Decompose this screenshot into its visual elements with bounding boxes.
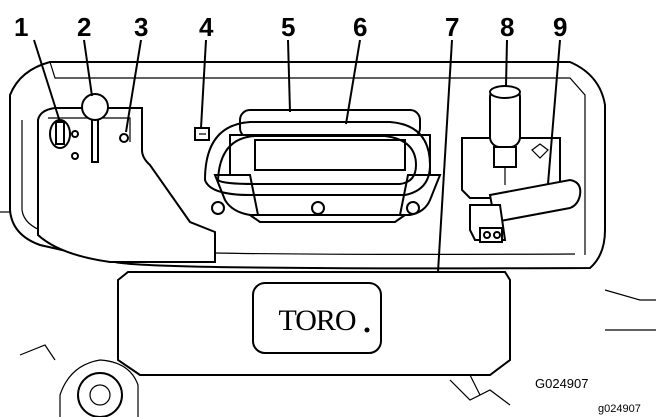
- center-handle-assembly: [211, 109, 442, 223]
- figure-code: G024907: [535, 376, 589, 391]
- front-cover: [117, 271, 511, 376]
- left-control-panel: [37, 107, 216, 263]
- control-knob: [489, 85, 521, 185]
- registered-mark: [364, 327, 370, 333]
- callout-9: 9: [553, 12, 567, 42]
- callout-7: 7: [445, 12, 459, 42]
- callout-8: 8: [500, 12, 514, 42]
- lever-handle: [469, 178, 582, 243]
- key-switch: [49, 119, 71, 149]
- brand-logo-text: TORO: [278, 304, 355, 337]
- throttle-lever: [71, 93, 109, 163]
- loop-handle: [203, 121, 432, 196]
- warning-decal: [194, 127, 210, 141]
- callout-4: 4: [199, 12, 214, 42]
- leader-lines: [33, 39, 561, 273]
- lower-engine-parts: [19, 344, 511, 417]
- callout-2: 2: [77, 12, 91, 42]
- callout-3: 3: [134, 12, 148, 42]
- figure-code-small: g024907: [598, 403, 641, 415]
- callout-6: 6: [353, 12, 367, 42]
- callout-1: 1: [14, 12, 28, 42]
- indicator-light: [119, 133, 129, 143]
- callout-5: 5: [281, 12, 295, 42]
